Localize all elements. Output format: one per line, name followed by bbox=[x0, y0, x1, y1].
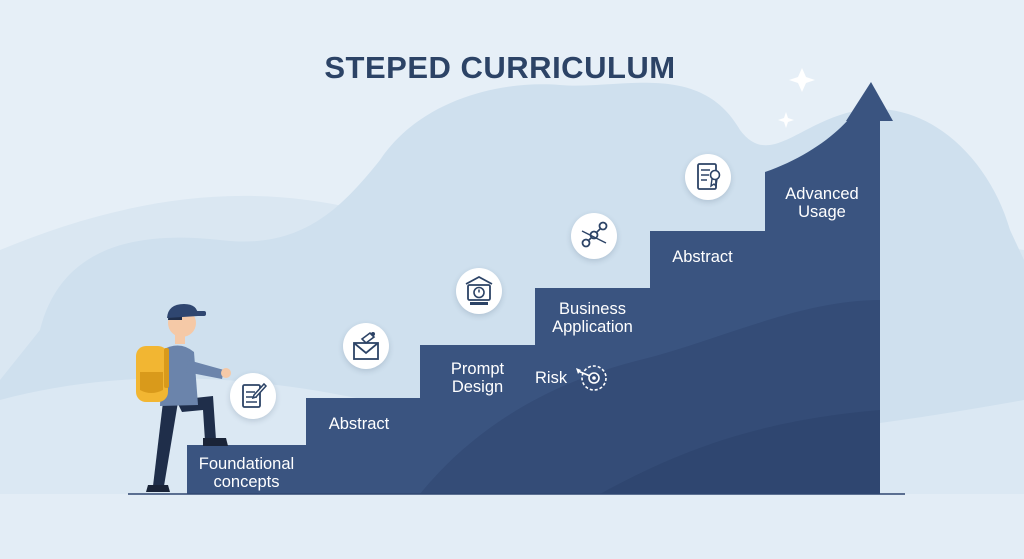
icon-badge-step-2 bbox=[343, 323, 389, 369]
diagram-title: STEPED CURRICULUM bbox=[324, 50, 676, 85]
step-label-advanced-usage: Advanced Usage bbox=[770, 185, 874, 221]
network-nodes-icon bbox=[581, 221, 608, 248]
icon-badge-step-3 bbox=[456, 268, 502, 314]
backpack-strap bbox=[164, 348, 169, 388]
climber-leg-front bbox=[176, 396, 216, 441]
icon-badge-step-1 bbox=[230, 373, 276, 419]
step-label-line: concepts bbox=[213, 473, 280, 491]
step-label-line: Application bbox=[552, 318, 633, 336]
checklist-icon bbox=[242, 382, 268, 408]
climber-arm bbox=[186, 360, 224, 379]
step-label-line: Prompt bbox=[450, 360, 505, 378]
backpack-pocket bbox=[140, 372, 163, 393]
climber-cap bbox=[167, 304, 198, 318]
risk-label: Risk bbox=[535, 369, 568, 387]
step-label-line: Abstract bbox=[328, 415, 390, 433]
timer-device-icon bbox=[465, 275, 493, 305]
step-label-line: Business bbox=[559, 300, 626, 318]
step-label-prompt-design: Prompt Design bbox=[420, 360, 535, 396]
icon-badge-step-4 bbox=[571, 213, 617, 259]
climber-shoe bbox=[203, 438, 228, 446]
climber-shoe bbox=[146, 485, 170, 492]
envelope-icon bbox=[353, 331, 379, 360]
stair-shading bbox=[420, 300, 880, 494]
climber-cap-brim bbox=[192, 311, 206, 316]
step-label-abstract-1: Abstract bbox=[306, 415, 412, 433]
climber-hand bbox=[221, 368, 231, 378]
step-label-line: Abstract bbox=[672, 248, 733, 266]
stair-shading bbox=[600, 410, 880, 494]
step-label-foundational: Foundational concepts bbox=[187, 455, 306, 491]
certificate-document-icon bbox=[697, 163, 721, 190]
arrow-head bbox=[846, 82, 893, 121]
icon-badge-step-5 bbox=[685, 154, 731, 200]
step-label-line: Foundational bbox=[198, 455, 295, 473]
sparkle-icon bbox=[778, 112, 794, 128]
climber-leg-back bbox=[153, 402, 178, 486]
climber-figure bbox=[136, 304, 231, 492]
ground-strip bbox=[0, 494, 1024, 559]
step-label-abstract-2: Abstract bbox=[650, 248, 755, 266]
step-label-line: Advanced bbox=[785, 185, 859, 203]
step-label-line: Usage bbox=[798, 203, 846, 221]
target-icon bbox=[576, 365, 607, 391]
sparkle-icon bbox=[789, 68, 815, 92]
step-label-business-application: Business Application bbox=[535, 300, 650, 336]
climber-neck bbox=[175, 332, 185, 344]
step-label-line: Design bbox=[451, 378, 504, 396]
